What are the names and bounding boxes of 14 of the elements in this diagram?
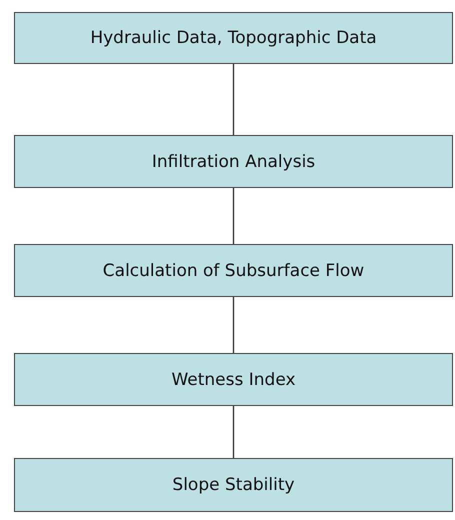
box-label: Calculation of Subsurface Flow — [102, 260, 364, 280]
box-label: Slope Stability — [172, 475, 295, 495]
box-label: Infiltration Analysis — [152, 152, 316, 172]
process-box — [14, 12, 453, 64]
box-label: Wetness Index — [171, 370, 296, 390]
process-box — [14, 244, 453, 297]
connector-line — [232, 297, 234, 353]
connector-line — [232, 406, 234, 458]
process-box — [14, 135, 453, 188]
process-box — [14, 353, 453, 406]
process-box — [14, 458, 453, 512]
connector-line — [232, 64, 234, 135]
box-label: Hydraulic Data, Topographic Data — [90, 28, 377, 48]
connector-line — [232, 188, 234, 244]
